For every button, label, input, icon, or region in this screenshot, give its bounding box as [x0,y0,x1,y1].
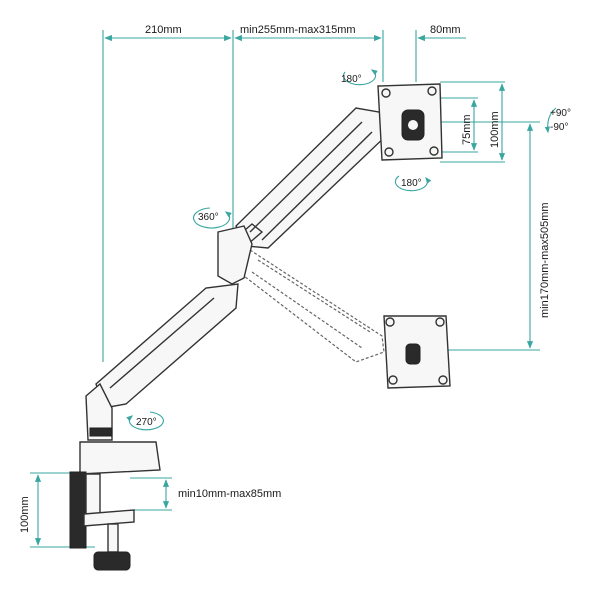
label-tilt-down: -90° [550,122,568,133]
upper-arm [235,107,391,249]
dimension-labels: 210mm min255mm-max315mm 80mm 75mm 100mm … [19,24,551,533]
label-100mm-vesa: 100mm [489,111,501,148]
vesa-plate-raised [377,83,443,161]
label-tilt-up: +90° [550,108,571,119]
label-210mm: 210mm [145,24,182,36]
label-clamp-height: 100mm [19,496,31,533]
dimension-lines [30,30,540,548]
label-75mm: 75mm [461,114,473,145]
label-rotation-base: 270° [136,417,157,428]
desk-clamp [69,471,135,571]
label-rotation-head-bottom: 180° [401,178,422,189]
label-arm-reach: min255mm-max315mm [240,24,356,36]
label-rotation-elbow: 360° [198,212,219,223]
lower-arm [79,225,253,475]
lowered-arm-outline [243,249,385,363]
label-rotation-head-top: 180° [341,74,362,85]
rotation-labels: 180° 180° 360° 270° +90° -90° [136,74,571,428]
label-clamp-range: min10mm-max85mm [178,488,281,500]
label-80mm: 80mm [430,24,461,36]
label-arm-height: min170mm-max505mm [539,202,551,318]
rotation-arrows [126,69,557,431]
vesa-plate-lowered [383,315,451,389]
